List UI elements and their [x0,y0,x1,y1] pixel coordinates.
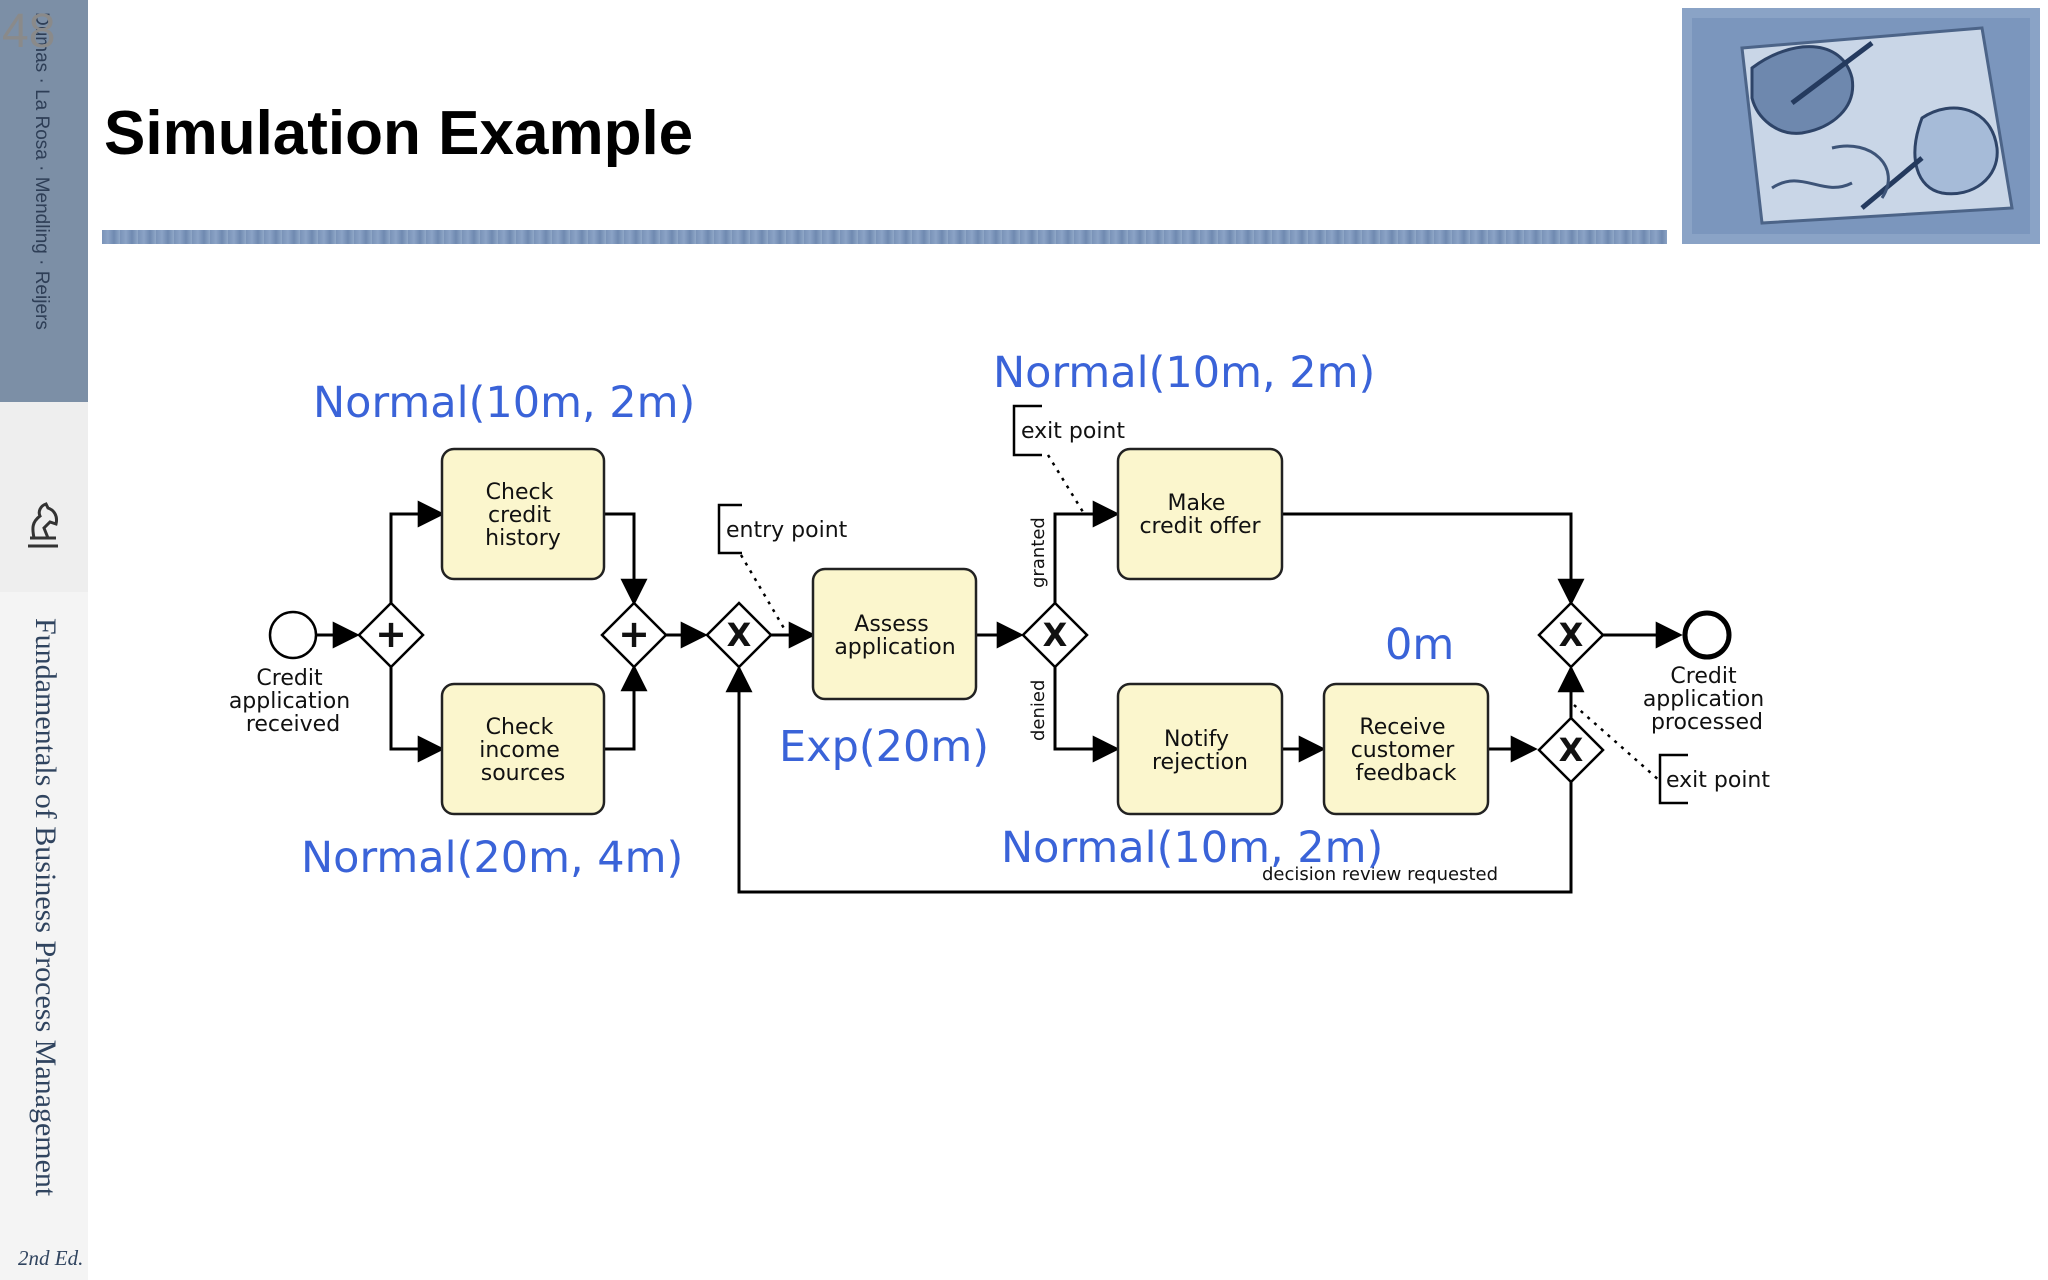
sim-label-check-income: Normal(20m, 4m) [301,833,683,883]
annotation-entry-point: entry point [726,518,848,543]
sidebar-edition: 2nd Ed. [18,1246,84,1270]
svg-text:Receive customer f: Receive customer feedback [1351,715,1462,786]
flow-label-review: decision review requested [1262,864,1498,885]
sidebar-top-band [0,0,88,402]
parallel-join-gateway: + [600,601,668,669]
sim-label-notify-rejection: Normal(10m, 2m) [1001,823,1383,873]
svg-text:X: X [1043,616,1068,654]
xor-end-merge-gateway: X [1537,601,1605,669]
sidebar-logo-band [0,402,88,592]
slide-title: Simulation Example [104,99,694,168]
xor-decision-gateway: X [1021,601,1089,669]
svg-text:+: + [375,612,407,656]
svg-text:Make credit offer: Make credit offer [1139,491,1261,539]
task-receive-customer-feedback: Receive customer feedback [1322,682,1490,816]
sim-label-assess: Exp(20m) [779,722,989,772]
flow-label-denied: denied [1028,680,1049,741]
start-event-label: Credit application received [229,666,357,737]
end-event: Credit application processed [1643,610,1771,735]
svg-text:Notify rejection: Notify rejection [1152,727,1248,775]
page-number: 48 [2,5,56,58]
sidebar: Dumas · La Rosa · Mendling · Reijers 48 … [0,0,88,1280]
sim-label-make-offer: Normal(10m, 2m) [993,348,1375,398]
task-check-credit-history: Check credit history [440,447,606,581]
drawing-hands-image [1682,8,2040,244]
svg-text:Check income sourc: Check income sources [479,715,567,786]
end-event-label: Credit application processed [1643,664,1771,735]
task-notify-rejection: Notify rejection [1116,682,1284,816]
task-check-income-sources: Check income sources [440,682,606,816]
svg-text:Assess application: Assess application [834,612,955,660]
sidebar-book-title: Fundamentals of Business Process Managem… [29,618,62,1197]
start-event: Credit application received [229,610,357,737]
chess-knight-icon [28,502,58,548]
svg-text:X: X [727,616,752,654]
annotation-exit-point-top: exit point [1021,419,1125,444]
svg-text:+: + [618,612,650,656]
flow-label-granted: granted [1028,517,1049,588]
sim-label-check-credit: Normal(10m, 2m) [313,378,695,428]
annotation-exit-point-right: exit point [1666,768,1770,793]
sim-label-receive-feedback: 0m [1385,620,1454,670]
annotation-connectors [717,404,1688,805]
task-assess-application: Assess application [811,567,978,701]
svg-text:X: X [1559,731,1584,769]
sidebar-authors: Dumas · La Rosa · Mendling · Reijers [31,12,52,330]
sequence-flows [311,500,1683,894]
xor-merge-gateway: X [705,601,773,669]
title-rule [102,230,1667,244]
parallel-split-gateway: + [357,601,425,669]
xor-review-gateway: X [1537,716,1605,784]
svg-text:Check credit histo: Check credit history [485,480,561,551]
svg-text:X: X [1559,616,1584,654]
task-make-credit-offer: Make credit offer [1116,447,1284,581]
